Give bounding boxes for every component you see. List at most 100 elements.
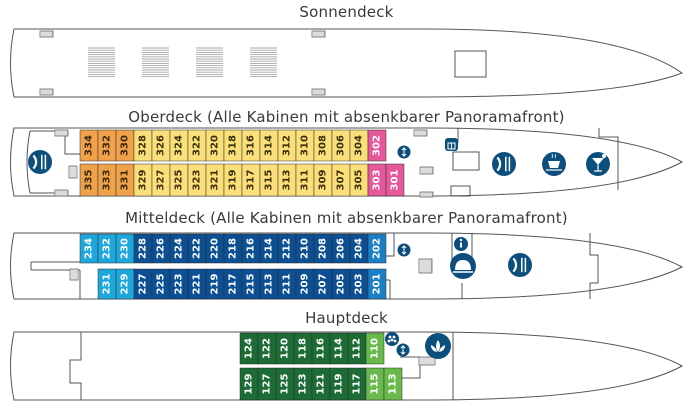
oberdeck-cabin-334[interactable]: 334 (79, 129, 99, 162)
hauptdeck-cabin-110[interactable]: 110 (365, 332, 385, 365)
oberdeck-cabin-312[interactable]: 312 (277, 129, 297, 162)
mitteldeck-cabin-234[interactable]: 234 (79, 233, 99, 264)
mitteldeck-cabin-209[interactable]: 209 (295, 268, 315, 300)
oberdeck-cabin-302[interactable]: 302 (367, 129, 387, 162)
mitteldeck-cabin-227[interactable]: 227 (133, 268, 153, 300)
mitteldeck-cabin-223[interactable]: 223 (169, 268, 189, 300)
oberdeck-cabin-316[interactable]: 316 (241, 129, 261, 162)
mitteldeck-cabin-215[interactable]: 215 (241, 268, 261, 300)
hauptdeck-cabin-120[interactable]: 120 (275, 332, 295, 365)
spa-icon[interactable] (425, 333, 451, 359)
hauptdeck-cabin-113[interactable]: 113 (383, 367, 403, 401)
mitteldeck-cabin-226[interactable]: 226 (151, 233, 171, 264)
mitteldeck-cabin-229[interactable]: 229 (115, 268, 135, 300)
mitteldeck-cabin-225[interactable]: 225 (151, 268, 171, 300)
mitteldeck-cabin-219[interactable]: 219 (205, 268, 225, 300)
oberdeck-cabin-335[interactable]: 335 (79, 163, 99, 197)
reception-icon[interactable] (450, 253, 476, 279)
oberdeck-cabin-319[interactable]: 319 (223, 163, 243, 197)
mitteldeck-cabin-224[interactable]: 224 (169, 233, 189, 264)
info-icon[interactable] (454, 237, 468, 251)
bar-icon[interactable] (586, 152, 610, 176)
cafe-icon[interactable] (542, 152, 566, 176)
wellness-icon[interactable] (385, 332, 399, 346)
oberdeck-cabin-330[interactable]: 330 (115, 129, 135, 162)
hauptdeck-cabin-112[interactable]: 112 (347, 332, 367, 365)
shop-icon[interactable] (445, 138, 458, 151)
oberdeck-cabin-327[interactable]: 327 (151, 163, 171, 197)
oberdeck-cabin-323[interactable]: 323 (187, 163, 207, 197)
hauptdeck-cabin-129[interactable]: 129 (239, 367, 259, 401)
mitteldeck-cabin-212[interactable]: 212 (277, 233, 297, 264)
mitteldeck-cabin-216[interactable]: 216 (241, 233, 261, 264)
hauptdeck-cabin-127[interactable]: 127 (257, 367, 277, 401)
oberdeck-cabin-314[interactable]: 314 (259, 129, 279, 162)
mitteldeck-cabin-214[interactable]: 214 (259, 233, 279, 264)
elevator-icon[interactable] (397, 243, 411, 257)
mitteldeck-cabin-220[interactable]: 220 (205, 233, 225, 264)
oberdeck-cabin-329[interactable]: 329 (133, 163, 153, 197)
oberdeck-cabin-322[interactable]: 322 (187, 129, 207, 162)
hauptdeck-cabin-117[interactable]: 117 (347, 367, 367, 401)
mitteldeck-cabin-217[interactable]: 217 (223, 268, 243, 300)
oberdeck-cabin-311[interactable]: 311 (295, 163, 315, 197)
elevator-icon[interactable] (397, 145, 411, 159)
oberdeck-cabin-315[interactable]: 315 (259, 163, 279, 197)
hauptdeck-cabin-114[interactable]: 114 (329, 332, 349, 365)
oberdeck-cabin-328[interactable]: 328 (133, 129, 153, 162)
mitteldeck-cabin-218[interactable]: 218 (223, 233, 243, 264)
mitteldeck-cabin-206[interactable]: 206 (331, 233, 351, 264)
oberdeck-cabin-331[interactable]: 331 (115, 163, 135, 197)
mitteldeck-cabin-202[interactable]: 202 (367, 233, 387, 264)
mitteldeck-cabin-231[interactable]: 231 (97, 268, 117, 300)
mitteldeck-cabin-204[interactable]: 204 (349, 233, 369, 264)
oberdeck-cabin-306[interactable]: 306 (331, 129, 351, 162)
cabin-number: 209 (300, 274, 311, 295)
mitteldeck-cabin-208[interactable]: 208 (313, 233, 333, 264)
oberdeck-cabin-301[interactable]: 301 (385, 163, 405, 197)
mitteldeck-cabin-205[interactable]: 205 (331, 268, 351, 300)
elevator-icon[interactable] (396, 343, 410, 357)
oberdeck-cabin-318[interactable]: 318 (223, 129, 243, 162)
oberdeck-cabin-307[interactable]: 307 (331, 163, 351, 197)
oberdeck-cabin-304[interactable]: 304 (349, 129, 369, 162)
hauptdeck-cabin-123[interactable]: 123 (293, 367, 313, 401)
mitteldeck-cabin-201[interactable]: 201 (367, 268, 387, 300)
mitteldeck-cabin-221[interactable]: 221 (187, 268, 207, 300)
mitteldeck-cabin-230[interactable]: 230 (115, 233, 135, 264)
hauptdeck-cabin-115[interactable]: 115 (365, 367, 385, 401)
mitteldeck-cabin-207[interactable]: 207 (313, 268, 333, 300)
oberdeck-cabin-333[interactable]: 333 (97, 163, 117, 197)
oberdeck-cabin-317[interactable]: 317 (241, 163, 261, 197)
mitteldeck-cabin-222[interactable]: 222 (187, 233, 207, 264)
hauptdeck-cabin-116[interactable]: 116 (311, 332, 331, 365)
mitteldeck-cabin-203[interactable]: 203 (349, 268, 369, 300)
hauptdeck-cabin-122[interactable]: 122 (257, 332, 277, 365)
mitteldeck-cabin-211[interactable]: 211 (277, 268, 297, 300)
oberdeck-cabin-308[interactable]: 308 (313, 129, 333, 162)
mitteldeck-cabin-232[interactable]: 232 (97, 233, 117, 264)
oberdeck-cabin-326[interactable]: 326 (151, 129, 171, 162)
hauptdeck-cabin-119[interactable]: 119 (329, 367, 349, 401)
mitteldeck-cabin-213[interactable]: 213 (259, 268, 279, 300)
oberdeck-cabin-310[interactable]: 310 (295, 129, 315, 162)
oberdeck-cabin-321[interactable]: 321 (205, 163, 225, 197)
restaurant-icon[interactable] (28, 150, 52, 174)
hauptdeck-cabin-124[interactable]: 124 (239, 332, 259, 365)
cabin-number: 301 (390, 170, 401, 191)
hauptdeck-cabin-125[interactable]: 125 (275, 367, 295, 401)
oberdeck-cabin-313[interactable]: 313 (277, 163, 297, 197)
oberdeck-cabin-320[interactable]: 320 (205, 129, 225, 162)
oberdeck-cabin-324[interactable]: 324 (169, 129, 189, 162)
mitteldeck-cabin-210[interactable]: 210 (295, 233, 315, 264)
hauptdeck-cabin-121[interactable]: 121 (311, 367, 331, 401)
oberdeck-cabin-303[interactable]: 303 (367, 163, 387, 197)
hauptdeck-cabin-118[interactable]: 118 (293, 332, 313, 365)
mitteldeck-cabin-228[interactable]: 228 (133, 233, 153, 264)
oberdeck-cabin-325[interactable]: 325 (169, 163, 189, 197)
restaurant-icon[interactable] (508, 253, 532, 277)
restaurant-icon[interactable] (492, 152, 516, 176)
oberdeck-cabin-309[interactable]: 309 (313, 163, 333, 197)
oberdeck-cabin-332[interactable]: 332 (97, 129, 117, 162)
oberdeck-cabin-305[interactable]: 305 (349, 163, 369, 197)
